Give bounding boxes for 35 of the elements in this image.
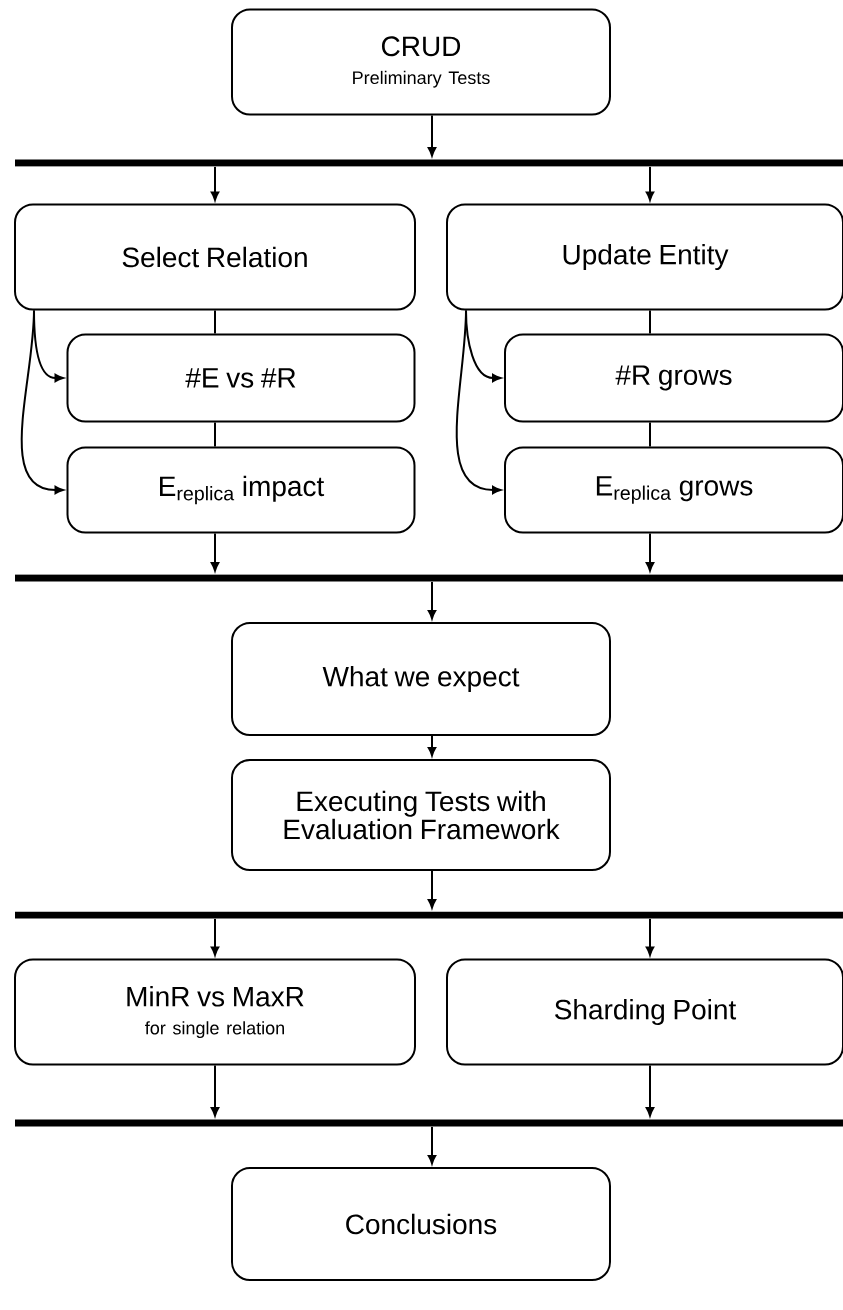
arrow [210,532,220,572]
sync-bar [15,911,843,919]
sync-bar [15,1119,843,1127]
arrow [427,1125,437,1165]
process-box: Conclusions [231,1167,611,1281]
arrow [455,309,502,495]
connector-line [649,309,651,335]
sync-bar [15,159,843,167]
process-box: #R grows [504,333,843,423]
connector-line [214,309,216,335]
arrow [427,580,437,620]
arrow [645,917,655,956]
arrow [427,870,437,909]
process-box: Executing Tests with Evaluation Framework [231,759,611,871]
process-box: Sharding Point [446,958,843,1066]
process-box: Update Entity [446,203,843,311]
process-box: E$_{replica}$ grows [504,446,843,534]
arrow [20,309,64,495]
arrow [210,1064,220,1117]
arrow [427,114,437,157]
process-box: MinR vs MaxR for single relation [14,958,416,1066]
arrow [645,1064,655,1117]
process-box: What we expect [231,622,611,736]
arrow [210,165,220,201]
process-box: CRUD Preliminary Tests [231,8,611,116]
arrow [645,165,655,201]
process-box: E$_{replica}$ impact [66,446,416,534]
process-box: Select Relation [14,203,416,311]
connector-line [649,421,651,448]
process-box: #E vs #R [66,333,416,423]
arrow [427,735,437,757]
sync-bar [15,574,843,582]
arrow [645,532,655,572]
arrow [210,917,220,956]
connector-line [214,421,216,448]
